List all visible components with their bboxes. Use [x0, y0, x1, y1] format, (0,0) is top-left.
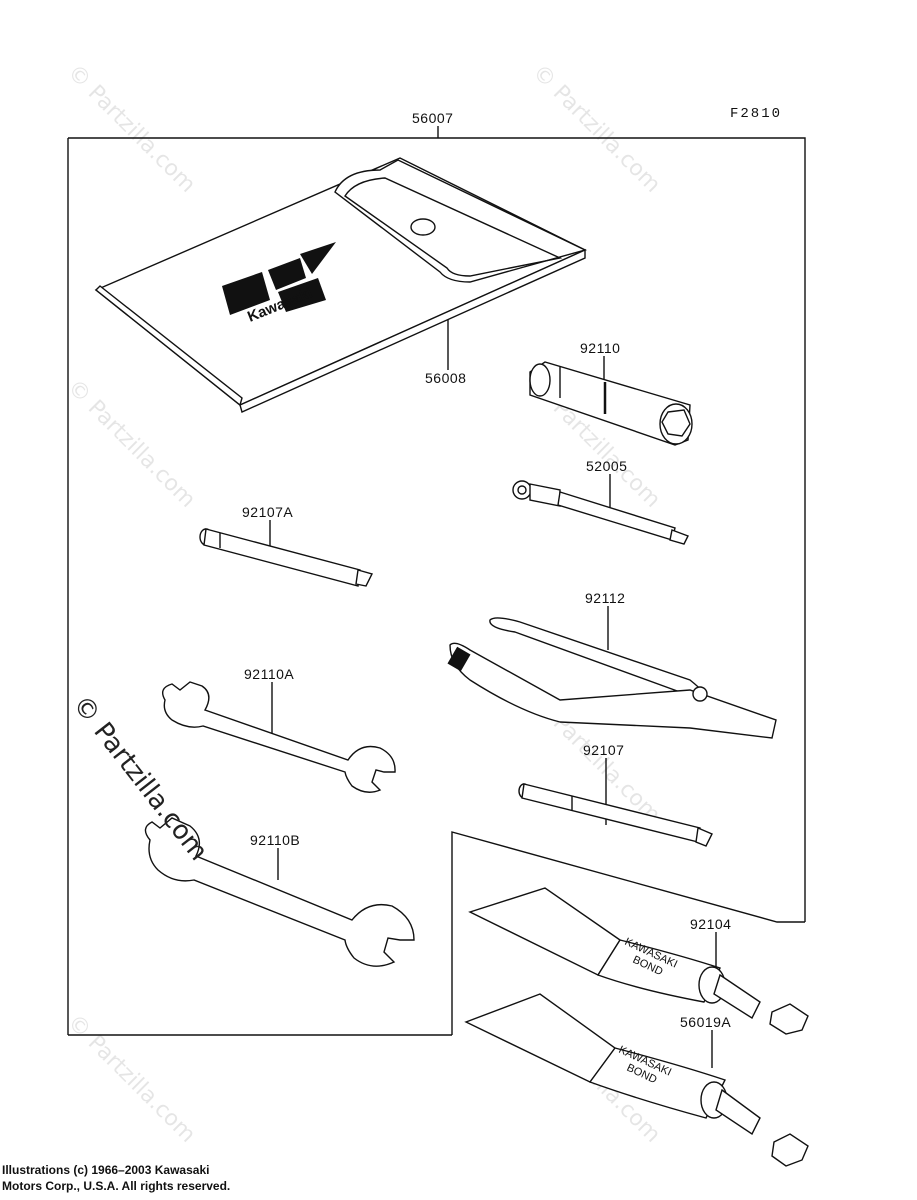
part-label-handle-tool: 52005 [586, 458, 628, 474]
screwdriver-illustration [518, 783, 713, 847]
tool-bag-illustration [94, 157, 587, 413]
bond-tube-2-illustration [464, 993, 809, 1167]
part-label-pliers: 92112 [585, 590, 626, 606]
plug-wrench-illustration [529, 361, 693, 446]
part-label-wrench-a: 92110A [244, 666, 295, 682]
part-label-bond-tube-1: 92104 [690, 916, 732, 932]
copyright-line2: Motors Corp., U.S.A. All rights reserved… [2, 1179, 231, 1193]
handle-tool-illustration [512, 480, 689, 545]
copyright-notice: Illustrations (c) 1966–2003 Kawasaki Mot… [2, 1162, 230, 1194]
part-label-screwdriver-a: 92107A [242, 504, 294, 520]
part-label-tool-bag: 56008 [425, 370, 467, 386]
part-label-kit-case: 56007 [412, 110, 454, 126]
copyright-line1: Illustrations (c) 1966–2003 Kawasaki [2, 1163, 210, 1177]
assembly-frame [68, 137, 806, 922]
bond-tube-1-illustration [468, 887, 809, 1035]
part-label-bond-tube-2: 56019A [680, 1014, 732, 1030]
wrench-b-illustration [144, 817, 415, 967]
kawasaki-logo [222, 242, 336, 315]
tube-frame [451, 831, 805, 1035]
part-label-screwdriver: 92107 [583, 742, 625, 758]
part-label-wrench-b: 92110B [250, 832, 301, 848]
wrench-a-illustration [162, 681, 396, 793]
screwdriver-a-illustration [199, 528, 374, 587]
figure-code: F2810 [730, 106, 783, 122]
pliers-illustration [447, 617, 777, 739]
part-label-plug-wrench: 92110 [580, 340, 621, 356]
